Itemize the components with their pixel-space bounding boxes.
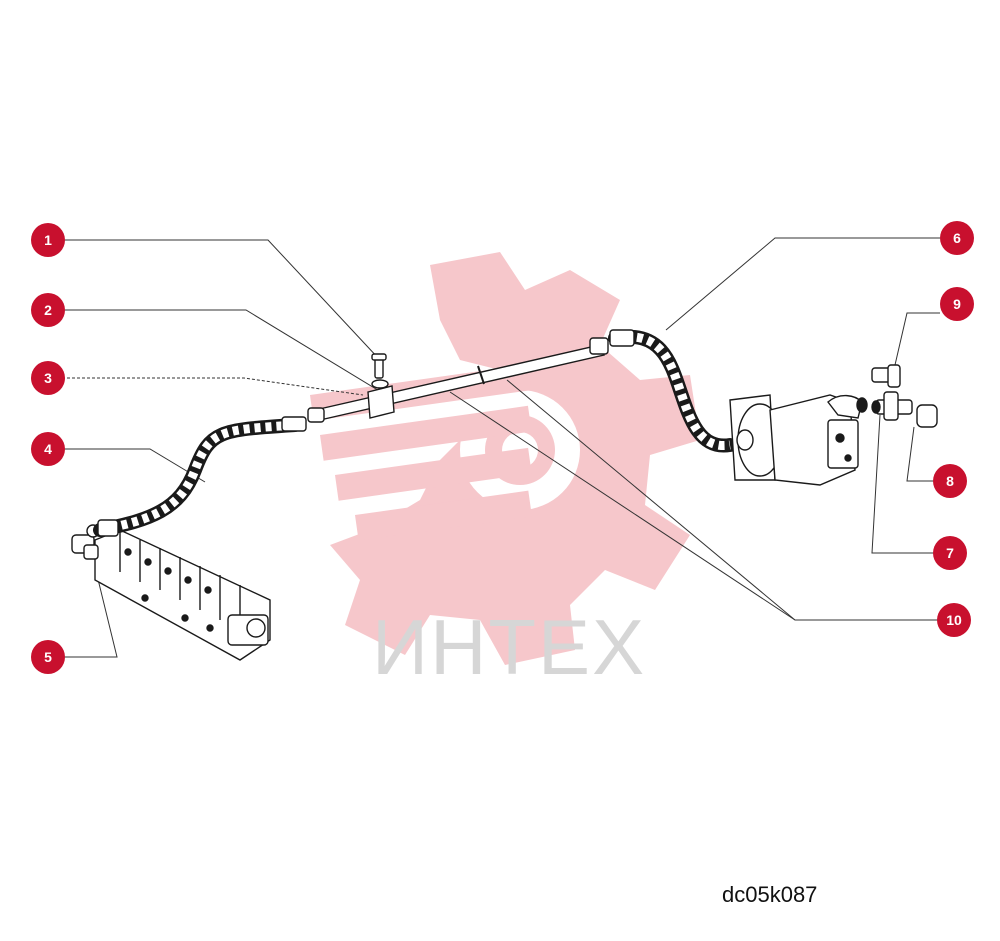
callout-4-label: 4 <box>44 441 52 457</box>
callout-6-label: 6 <box>953 230 961 246</box>
callout-7-label: 7 <box>946 545 954 561</box>
callout-9: 9 <box>940 287 974 321</box>
callout-10: 10 <box>937 603 971 637</box>
callout-8-label: 8 <box>946 473 954 489</box>
callout-5-label: 5 <box>44 649 52 665</box>
callout-2: 2 <box>31 293 65 327</box>
tee-fitting-7 <box>871 391 913 421</box>
leader-lines <box>62 237 940 658</box>
callout-2-label: 2 <box>44 302 52 318</box>
callout-5: 5 <box>31 640 65 674</box>
callout-7: 7 <box>933 536 967 570</box>
callout-1: 1 <box>31 223 65 257</box>
control-valve-block <box>94 529 271 661</box>
leader-line-2 <box>62 309 382 393</box>
callout-1-label: 1 <box>44 232 52 248</box>
leader-line-7 <box>871 414 940 554</box>
leader-line-1 <box>62 239 381 361</box>
callout-4: 4 <box>31 432 65 466</box>
watermark-gear-icon <box>310 252 700 665</box>
pipe-clamp-3 <box>367 385 395 419</box>
drawing-code: dc05k087 <box>722 882 818 907</box>
callout-3-label: 3 <box>44 370 52 386</box>
bolt-1 <box>371 353 387 379</box>
callout-10-label: 10 <box>946 612 962 628</box>
callout-9-label: 9 <box>953 296 961 312</box>
cap-8 <box>916 404 938 428</box>
elbow-fitting-9 <box>856 364 901 413</box>
callout-3: 3 <box>31 361 65 395</box>
hose-4 <box>93 416 307 537</box>
elbow-fitting-5 <box>71 524 100 560</box>
watermark-text: ИНТЕХ <box>372 603 647 691</box>
leader-line-6 <box>665 237 940 331</box>
leader-line-3 <box>62 377 364 396</box>
leader-line-10b <box>449 391 796 621</box>
callout-8: 8 <box>933 464 967 498</box>
hose-6 <box>608 329 737 453</box>
callout-6: 6 <box>940 221 974 255</box>
leader-line-5 <box>62 566 118 658</box>
washer-2 <box>371 379 389 389</box>
leader-line-4 <box>62 448 206 483</box>
leader-line-9 <box>894 312 940 366</box>
hydraulic-motor <box>729 394 863 486</box>
leader-line-8 <box>906 426 940 482</box>
